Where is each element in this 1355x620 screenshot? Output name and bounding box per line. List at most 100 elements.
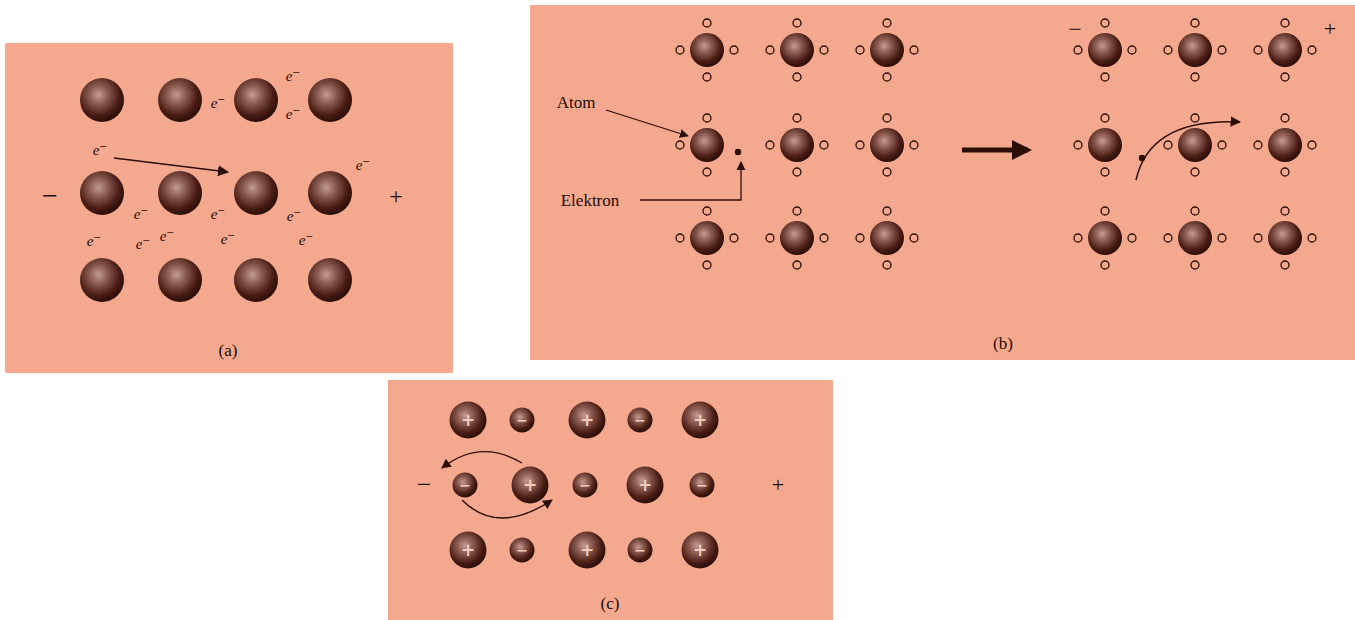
lattice-atom (780, 33, 814, 67)
bond-electron (1101, 19, 1109, 27)
ion-circle: − (509, 407, 535, 433)
metal-atom (158, 78, 202, 122)
ion-charge: − (509, 537, 535, 563)
bond-electron (883, 207, 891, 215)
metal-atom (308, 258, 352, 302)
lattice-atom (870, 128, 904, 162)
metal-atom (80, 258, 124, 302)
bond-electron (1128, 46, 1136, 54)
ion-body (512, 467, 549, 504)
lattice-atom (870, 33, 904, 67)
bond-electron (1191, 168, 1199, 176)
bond-electron (883, 114, 891, 122)
ion-charge: + (681, 531, 719, 569)
transition-arrow (962, 148, 1028, 153)
ion-body (569, 532, 606, 569)
lattice-atom (1268, 128, 1302, 162)
terminal-sign: + (389, 184, 403, 208)
bond-electron (1191, 261, 1199, 269)
bond-electron (856, 141, 864, 149)
panel-a (5, 43, 453, 373)
ion-charge: + (626, 466, 664, 504)
ion-circle: + (681, 531, 719, 569)
ion-body (573, 473, 598, 498)
bond-electron (1164, 141, 1172, 149)
bond-electron (1164, 46, 1172, 54)
ion-circle: + (449, 531, 487, 569)
electron-label: e⁻ (211, 207, 226, 222)
bond-electron (1254, 141, 1262, 149)
bond-electron (1101, 207, 1109, 215)
bond-electron (820, 141, 828, 149)
bond-electron (1218, 234, 1226, 242)
ion-body (628, 538, 653, 563)
electron-label: e⁻ (356, 158, 371, 173)
bond-electron (703, 207, 711, 215)
ion-body (690, 473, 715, 498)
lattice-atom (1268, 33, 1302, 67)
part-label: Atom (557, 94, 596, 111)
bond-electron (793, 168, 801, 176)
electron-label: e⁻ (211, 96, 226, 111)
ion-circle: + (568, 531, 606, 569)
lattice-atom (690, 33, 724, 67)
bond-electron (676, 141, 684, 149)
bond-electron (883, 168, 891, 176)
bond-electron (703, 73, 711, 81)
bond-electron (793, 114, 801, 122)
electron-dot (1139, 155, 1145, 161)
electron-label: e⁻ (286, 107, 301, 122)
bond-electron (793, 19, 801, 27)
electron-label: e⁻ (287, 209, 302, 224)
bond-electron (1128, 234, 1136, 242)
leader-line (640, 162, 741, 200)
metal-atom (234, 78, 278, 122)
electron-label: e⁻ (93, 143, 108, 158)
bond-electron (910, 141, 918, 149)
bond-electron (1308, 141, 1316, 149)
bond-electron (1191, 19, 1199, 27)
electron-path-arrow (1136, 122, 1240, 180)
ion-charge: + (449, 531, 487, 569)
ion-body (682, 402, 719, 439)
ion-circle: + (568, 401, 606, 439)
ion-body (453, 473, 478, 498)
bond-electron (1101, 168, 1109, 176)
bond-electron (1281, 261, 1289, 269)
ion-circle: + (626, 466, 664, 504)
ion-charge: − (689, 472, 715, 498)
bond-electron (1074, 46, 1082, 54)
ion-charge: − (452, 472, 478, 498)
metal-atom (234, 171, 278, 215)
metal-atom (158, 171, 202, 215)
lattice-atom (1088, 221, 1122, 255)
bond-electron (820, 234, 828, 242)
bond-electron (1254, 234, 1262, 242)
bond-electron (766, 141, 774, 149)
bond-electron (730, 46, 738, 54)
bond-electron (1101, 261, 1109, 269)
electron-label: e⁻ (134, 207, 149, 222)
electron-label: e⁻ (221, 232, 236, 247)
ion-charge: − (572, 472, 598, 498)
bond-electron (793, 261, 801, 269)
lattice-atom (690, 128, 724, 162)
bond-electron (1074, 234, 1082, 242)
bond-electron (883, 19, 891, 27)
bond-electron (883, 261, 891, 269)
electron-dot (735, 149, 741, 155)
panel-caption: (c) (601, 595, 620, 612)
metal-atom (158, 258, 202, 302)
bond-electron (1281, 114, 1289, 122)
ion-circle: − (689, 472, 715, 498)
ion-charge: + (568, 531, 606, 569)
bond-electron (1164, 234, 1172, 242)
panel-b (530, 5, 1355, 360)
bond-electron (910, 234, 918, 242)
ion-body (510, 538, 535, 563)
ion-flow-arrow (462, 500, 552, 518)
ion-body (510, 408, 535, 433)
metal-atom (308, 78, 352, 122)
panel-caption: (a) (219, 342, 238, 359)
